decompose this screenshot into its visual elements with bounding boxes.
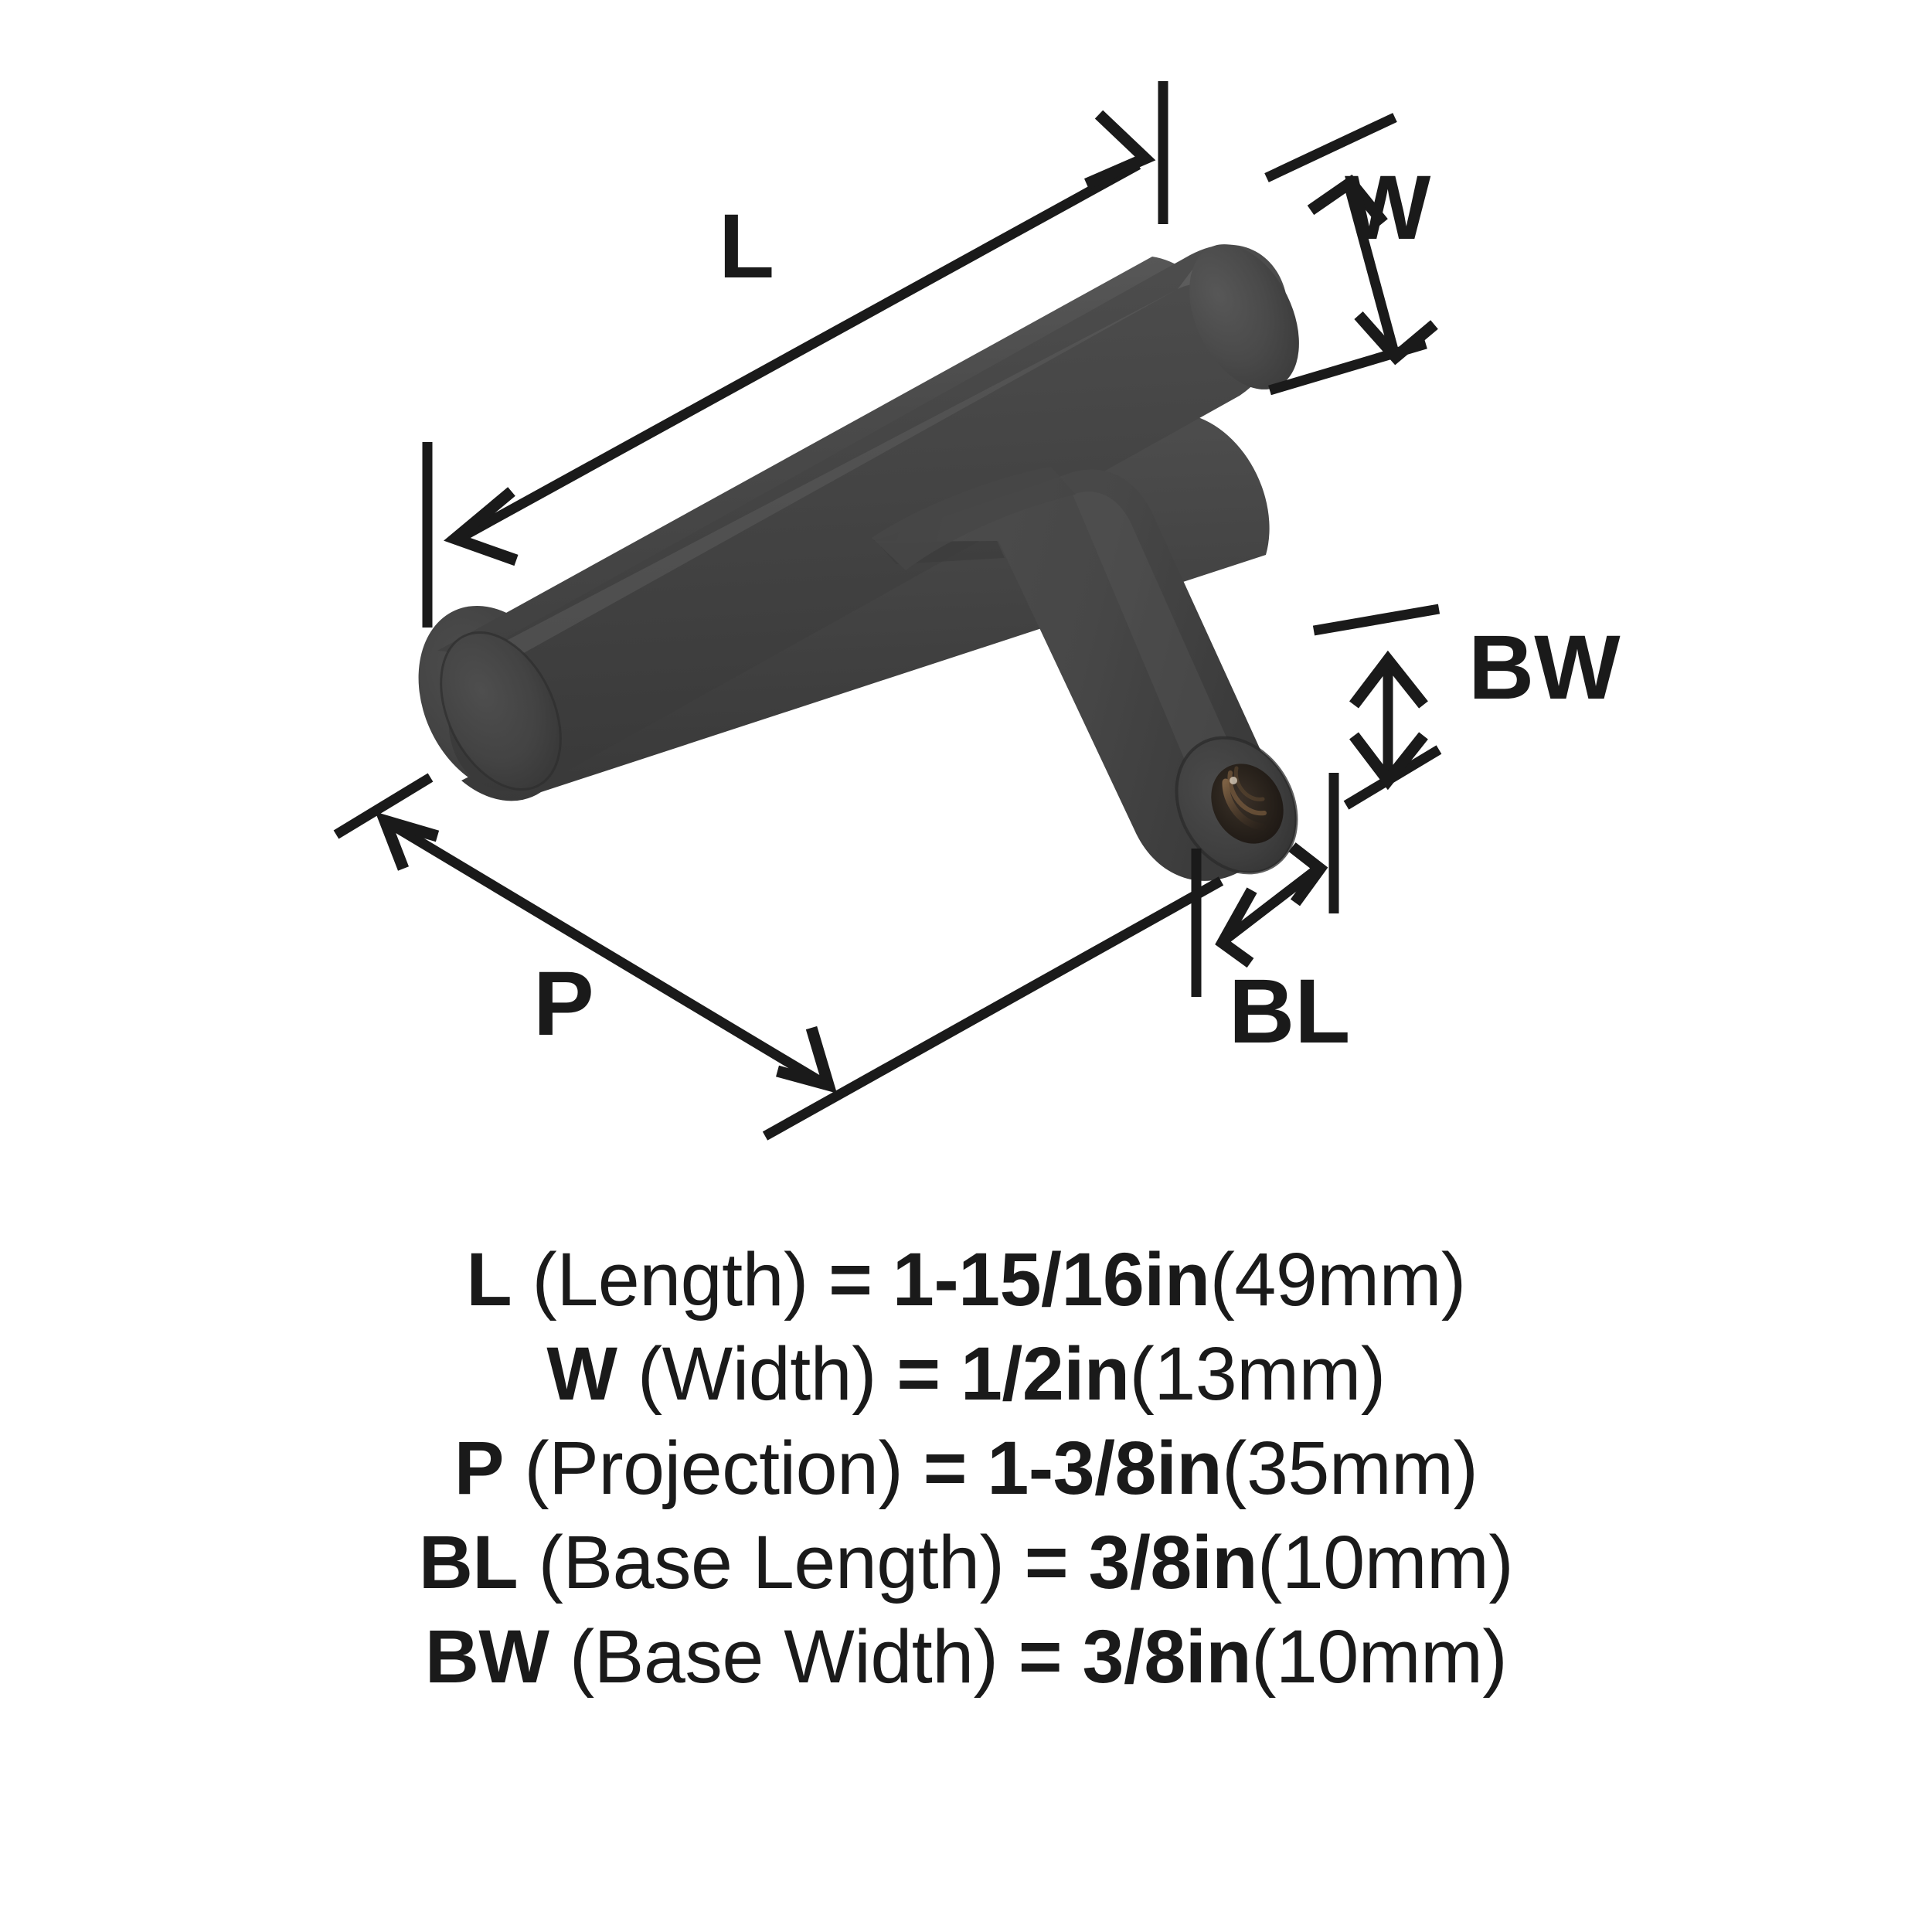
spec-equals: =: [896, 1332, 940, 1416]
spec-abbr: L: [466, 1237, 512, 1321]
arrowhead-W-top: [1307, 174, 1388, 226]
spec-name: (Length): [532, 1237, 809, 1321]
ext-line-P-top: [333, 773, 434, 839]
t-knob-product-illustration: [418, 244, 1299, 881]
spec-value: 3/8in: [1088, 1520, 1258, 1604]
dim-line-BL: [1224, 867, 1317, 943]
arrowhead-P-upper: [375, 811, 440, 871]
spec-row-length: L (Length) = 1-15/16in(49mm): [0, 1233, 1932, 1327]
screw-thread-specular: [1230, 777, 1237, 784]
spec-abbr: BL: [418, 1520, 519, 1604]
spec-metric: (10mm): [1251, 1614, 1508, 1699]
spec-name: (Width): [637, 1332, 877, 1416]
spec-value: 1/2in: [960, 1332, 1130, 1416]
dim-label-base-length: BL: [1229, 961, 1351, 1063]
spec-value: 3/8in: [1082, 1614, 1252, 1699]
spec-abbr: W: [546, 1332, 617, 1416]
arrowhead-W-bottom: [1354, 311, 1438, 366]
bar-left-end-rim: [440, 631, 562, 791]
spec-metric: (13mm): [1129, 1332, 1386, 1416]
knob-stem: [873, 469, 1277, 881]
dim-label-length: L: [719, 196, 775, 298]
spec-equals: =: [923, 1426, 968, 1510]
dim-label-projection: P: [533, 953, 594, 1055]
bar-silhouette: [448, 244, 1288, 792]
dim-line-P: [382, 816, 827, 1088]
spec-equals: =: [1024, 1520, 1069, 1604]
spec-value: 1-15/16in: [892, 1237, 1210, 1321]
product-drawing: L W BW BL P: [333, 81, 1621, 1141]
ext-line-W-top: [1264, 113, 1397, 182]
spec-row-width: W (Width) = 1/2in(13mm): [0, 1327, 1932, 1421]
arrowhead-P-lower: [776, 1026, 838, 1094]
stem-end-rim: [1175, 736, 1298, 875]
spec-name: (Projection): [524, 1426, 903, 1510]
spec-metric: (10mm): [1257, 1520, 1514, 1604]
spec-metric: (49mm): [1209, 1237, 1467, 1321]
arrowhead-BW-top: [1349, 650, 1428, 709]
spec-value: 1-3/8in: [987, 1426, 1223, 1510]
dim-label-base-width: BW: [1468, 617, 1621, 719]
spec-row-projection: P (Projection) = 1-3/8in(35mm): [0, 1421, 1932, 1515]
bar-left-end-face: [440, 632, 561, 790]
dim-line-L: [451, 160, 1141, 546]
dim-line-W: [1344, 185, 1400, 357]
screw-thread-arc-3: [1233, 766, 1265, 801]
bar-right-end-face: [1189, 244, 1299, 389]
spec-abbr: P: [454, 1426, 505, 1510]
arrowhead-L-upper: [1084, 110, 1156, 189]
arrowhead-BW-bottom: [1349, 732, 1428, 791]
spec-row-base-length: BL (Base Length) = 3/8in(10mm): [0, 1515, 1932, 1610]
dimension-arrowheads: [375, 110, 1438, 1094]
arrowhead-BL-left: [1215, 887, 1257, 968]
spec-abbr: BW: [424, 1614, 549, 1699]
bar-stem-junction: [872, 467, 1076, 570]
screw-thread-arc-1: [1222, 778, 1267, 831]
spec-equals: =: [1018, 1614, 1063, 1699]
arrowhead-L-left: [444, 487, 519, 566]
arrowhead-BL-right: [1288, 842, 1328, 906]
spec-name: (Base Width): [569, 1614, 998, 1699]
ext-line-P-bottom: [762, 876, 1224, 1141]
specification-list: L (Length) = 1-15/16in(49mm) W (Width) =…: [0, 1233, 1932, 1704]
spec-metric: (35mm): [1222, 1426, 1478, 1510]
ext-line-BW-top: [1312, 604, 1440, 636]
spec-row-base-width: BW (Base Width) = 3/8in(10mm): [0, 1610, 1932, 1704]
dim-label-width: W: [1345, 157, 1431, 259]
spec-name: (Base Length): [538, 1520, 1005, 1604]
spec-equals: =: [828, 1237, 872, 1321]
